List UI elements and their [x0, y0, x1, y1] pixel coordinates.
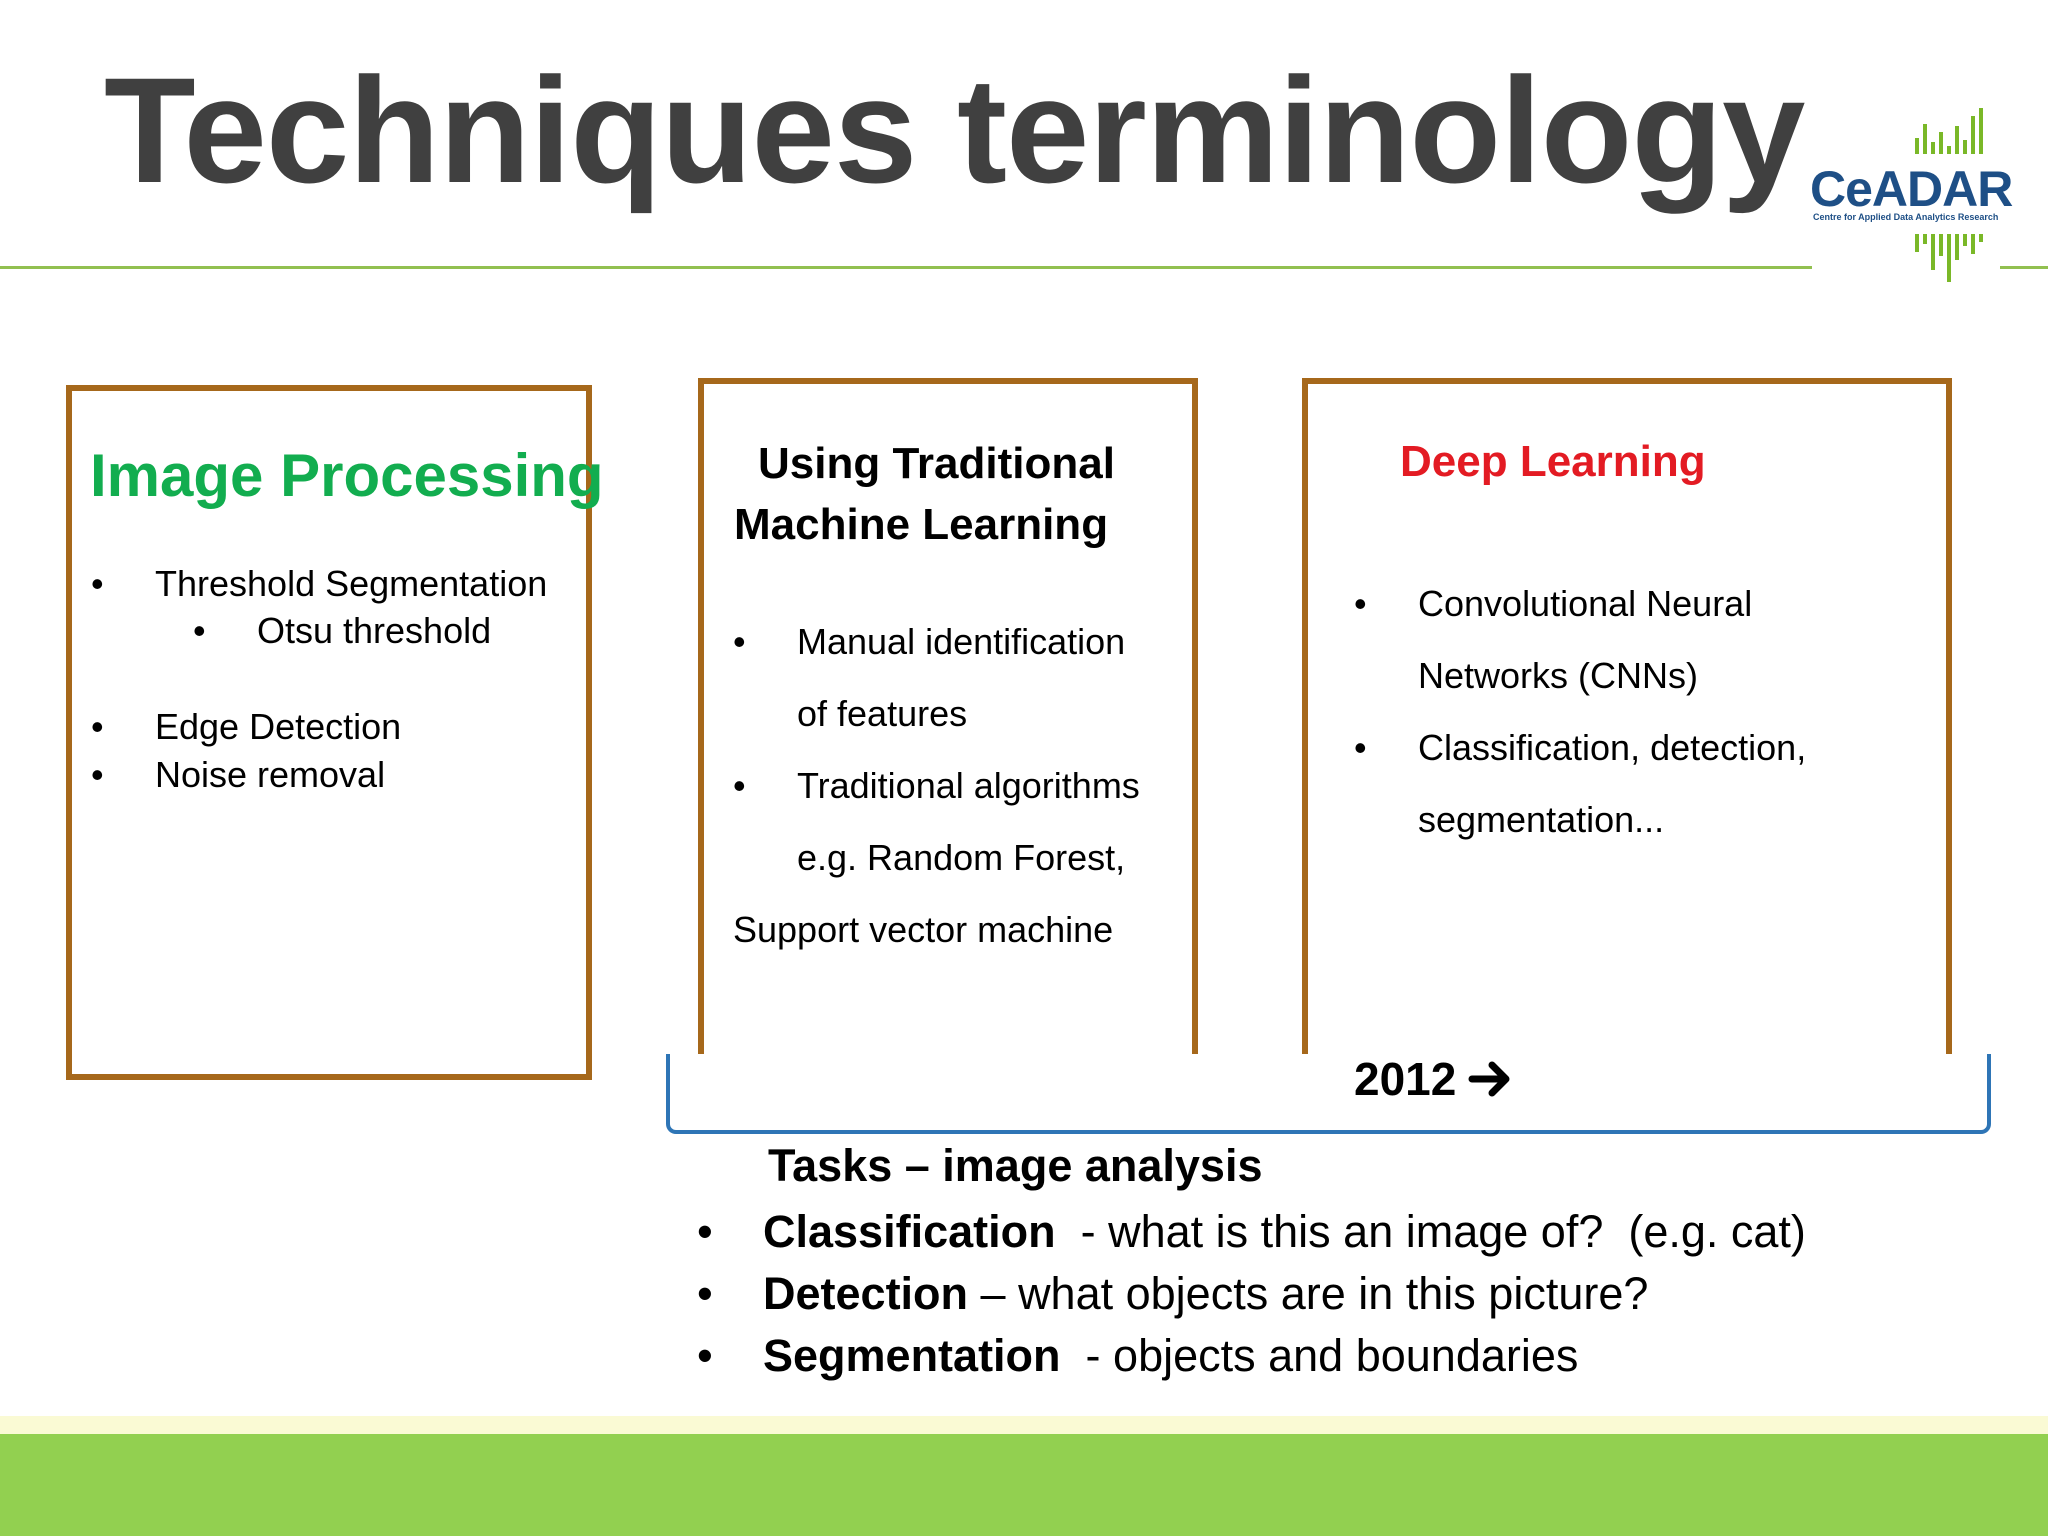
list-item-continuation: Support vector machine — [733, 909, 1114, 950]
year-label: 2012 — [1354, 1053, 1457, 1105]
list-item: • Edge Detection — [91, 703, 402, 751]
task-term: Segmentation — [763, 1330, 1061, 1381]
logo-bars-top-icon — [1915, 108, 1983, 154]
list-item-continuation: segmentation... — [1418, 799, 1665, 840]
list-item-text: Edge Detection — [155, 706, 402, 747]
deep-learning-box — [1302, 378, 1952, 1054]
list-item-text: Convolutional Neural — [1418, 583, 1753, 624]
list-item: • Otsu threshold — [193, 607, 492, 655]
logo-wordmark: CeADAR — [1810, 161, 2013, 217]
list-item-text: Noise removal — [155, 754, 386, 795]
list-item-continuation: of features — [797, 693, 968, 734]
list-item-text: Otsu threshold — [257, 610, 492, 651]
bullet: • — [91, 754, 104, 795]
list-item: • Traditional algorithms — [733, 762, 1140, 810]
tasks-heading: Tasks – image analysis — [768, 1140, 1263, 1191]
bullet: • — [697, 1330, 713, 1381]
image-processing-heading: Image Processing — [90, 442, 604, 509]
deep-learning-heading: Deep Learning — [1400, 437, 1706, 486]
logo-tagline: Centre for Applied Data Analytics Resear… — [1813, 212, 1999, 222]
list-item-text: Traditional algorithms — [797, 765, 1140, 806]
footer-band-green — [0, 1434, 2048, 1536]
footer-band-light — [0, 1416, 2048, 1434]
title-divider-end — [2000, 266, 2048, 269]
bullet: • — [697, 1206, 713, 1257]
list-item: • Convolutional Neural — [1354, 580, 1753, 628]
logo-bars-bottom-icon — [1915, 234, 1983, 282]
traditional-ml-box — [698, 378, 1198, 1054]
list-item: • Threshold Segmentation — [91, 560, 548, 608]
task-description: - what is this an image of? (e.g. cat) — [1055, 1206, 1806, 1257]
list-item-text: Threshold Segmentation — [155, 563, 548, 604]
list-item-text: Manual identification — [797, 621, 1126, 662]
bullet: • — [1354, 727, 1367, 768]
list-item: • Manual identification — [733, 618, 1126, 666]
list-item-continuation: Networks (CNNs) — [1418, 655, 1699, 696]
image-processing-box — [66, 385, 592, 1080]
bullet: • — [91, 706, 104, 747]
bullet: • — [733, 621, 746, 662]
task-term: Classification — [763, 1206, 1056, 1257]
title-divider — [0, 266, 1812, 269]
timeline-bracket — [666, 1054, 1991, 1134]
list-item: • Noise removal — [91, 751, 386, 799]
list-item: • Classification, detection, — [1354, 724, 1807, 772]
task-term: Detection — [763, 1268, 969, 1319]
heading-line: Machine Learning — [734, 500, 1109, 549]
traditional-ml-heading: Using Traditional Machine Learning — [734, 433, 1115, 555]
list-item-text: Classification, detection, — [1418, 727, 1807, 768]
slide-title: Techniques terminology — [104, 46, 1805, 214]
bullet: • — [733, 765, 746, 806]
task-item: • Classification - what is this an image… — [697, 1201, 1806, 1263]
bullet: • — [1354, 583, 1367, 624]
ceadar-logo: CeADAR Centre for Applied Data Analytics… — [1805, 104, 2013, 290]
task-description: – what objects are in this picture? — [968, 1268, 1649, 1319]
list-item-continuation: e.g. Random Forest, — [797, 837, 1126, 878]
timeline-year: 2012 — [1354, 1052, 1514, 1106]
bullet: • — [91, 563, 104, 604]
bullet: • — [697, 1268, 713, 1319]
arrow-right-icon — [1468, 1052, 1514, 1106]
task-description: - objects and boundaries — [1060, 1330, 1579, 1381]
task-item: • Detection – what objects are in this p… — [697, 1263, 1649, 1325]
task-item: • Segmentation - objects and boundaries — [697, 1325, 1579, 1387]
bullet: • — [193, 610, 206, 651]
heading-line: Using Traditional — [758, 439, 1115, 488]
